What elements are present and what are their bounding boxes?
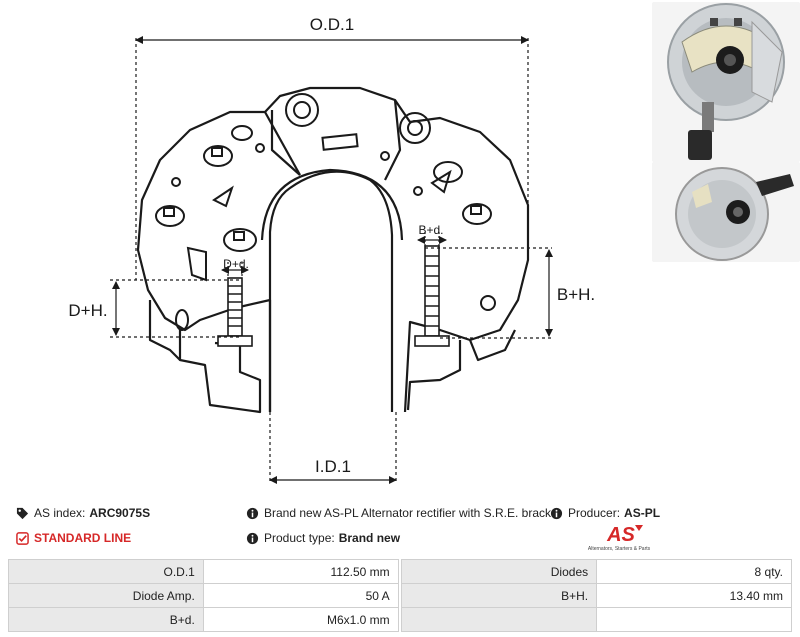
dim-label-od: O.D.1 <box>310 15 354 34</box>
dim-label-bd: B+d. <box>418 223 443 237</box>
spec-label: B+H. <box>401 583 598 608</box>
producer-value: AS-PL <box>624 506 661 520</box>
spec-table: O.D.1 112.50 mm Diodes 8 qty. Diode Amp.… <box>8 559 792 632</box>
table-row: Diode Amp. 50 A B+H. 13.40 mm <box>8 583 792 608</box>
product-type-value: Brand new <box>338 531 401 545</box>
check-square-icon <box>16 531 29 545</box>
rectifier-features <box>155 93 496 331</box>
studs <box>217 245 450 347</box>
spec-label: B+d. <box>8 607 204 632</box>
producer-label: Producer: <box>568 506 621 520</box>
spec-value: 50 A <box>202 583 399 608</box>
description-row: Brand new AS-PL Alternator rectifier wit… <box>246 506 561 520</box>
spec-label: O.D.1 <box>8 559 204 584</box>
product-photo-bottom[interactable] <box>652 162 800 262</box>
standard-line-row: STANDARD LINE <box>16 531 131 545</box>
spec-label <box>401 607 598 632</box>
tags-icon <box>16 507 29 519</box>
spec-value <box>596 607 792 632</box>
info-icon <box>246 532 259 544</box>
table-row: O.D.1 112.50 mm Diodes 8 qty. <box>8 559 792 584</box>
dim-label-dh: D+H. <box>68 301 107 320</box>
dim-label-dd: D+d. <box>223 257 249 271</box>
product-type-row: Product type: Brand new <box>246 531 400 545</box>
spec-value: M6x1.0 mm <box>202 607 399 632</box>
producer-row: Producer: AS-PL <box>550 506 660 520</box>
as-pl-logo: AS Alternators, Starters & Parts <box>588 524 651 552</box>
spec-label: Diode Amp. <box>8 583 204 608</box>
technical-drawing: O.D.1 I.D.1 D+H. B+H. D+d. B+d. <box>68 15 595 484</box>
rectifier-outline <box>136 86 530 414</box>
info-icon <box>550 507 563 519</box>
logo-tagline: Alternators, Starters & Parts <box>588 546 651 552</box>
as-index-row: AS index: ARC9075S <box>16 506 150 520</box>
spec-label: Diodes <box>401 559 598 584</box>
spec-value: 13.40 mm <box>596 583 792 608</box>
as-index-value: ARC9075S <box>89 506 151 520</box>
dim-label-bh: B+H. <box>557 285 595 304</box>
dim-label-id: I.D.1 <box>315 457 351 476</box>
dimension-lines <box>110 36 553 484</box>
standard-line-label: STANDARD LINE <box>34 531 132 545</box>
info-icon <box>246 507 259 519</box>
logo-text: AS <box>606 524 635 546</box>
spec-value: 112.50 mm <box>202 559 399 584</box>
product-photo-top[interactable] <box>652 2 800 162</box>
table-row: B+d. M6x1.0 mm <box>8 607 792 632</box>
product-type-label: Product type: <box>264 531 335 545</box>
description-text: Brand new AS-PL Alternator rectifier wit… <box>264 506 562 520</box>
as-index-label: AS index: <box>34 506 86 520</box>
spec-value: 8 qty. <box>596 559 792 584</box>
